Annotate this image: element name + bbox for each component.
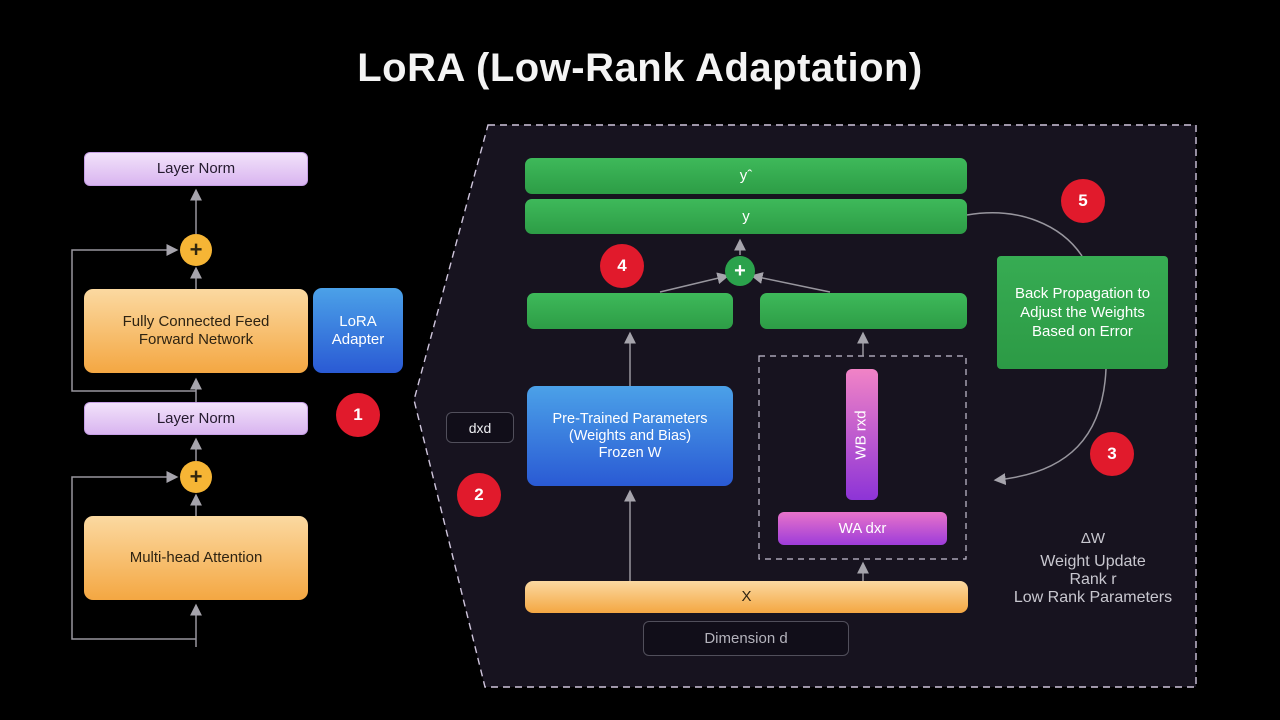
step-badge-3: 3	[1090, 432, 1134, 476]
wa-matrix-bar: WA dxr	[778, 512, 947, 545]
back-propagation-label: Back Propagation to Adjust the Weights B…	[1014, 285, 1151, 340]
pretrained-weights-box: Pre-Trained Parameters (Weights and Bias…	[527, 386, 733, 486]
lora-adapter-label: LoRA Adapter	[331, 312, 385, 348]
step-2-number: 2	[474, 485, 484, 504]
layer-norm-top-label: Layer Norm	[156, 160, 236, 177]
multi-head-attention-box: Multi-head Attention	[84, 516, 308, 600]
sum-circle: +	[725, 256, 755, 286]
arrows	[71, 188, 1107, 647]
layer-norm-bottom-box: Layer Norm	[84, 402, 308, 435]
step-badge-4: 4	[600, 244, 644, 288]
step-badge-1: 1	[336, 393, 380, 437]
x-input-bar: X	[525, 581, 968, 613]
dxd-label: dxd	[468, 419, 492, 436]
page-title: LoRA (Low-Rank Adaptation)	[357, 46, 923, 90]
multi-head-attention-label: Multi-head Attention	[129, 549, 263, 566]
dimension-label: Dimension d	[704, 629, 788, 647]
dimension-tag: Dimension d	[643, 621, 849, 656]
frozen-output-bar	[527, 293, 733, 329]
y-hat-bar: yˆ	[525, 158, 967, 194]
annotation-line1: Weight Update	[1040, 553, 1146, 570]
plus-icon: +	[734, 259, 746, 282]
layer-norm-bottom-label: Layer Norm	[156, 409, 236, 427]
lora-output-bar	[760, 293, 967, 329]
delta-w-label: ΔW	[1080, 530, 1106, 547]
residual-add-top-circle: +	[180, 234, 212, 266]
weight-update-annotation: ΔW Weight Update Rank r Low Rank Paramet…	[1005, 530, 1181, 607]
annotation-line2: Rank r	[1069, 571, 1117, 588]
x-label: X	[741, 588, 752, 605]
wb-matrix-bar: WB rxd	[846, 369, 878, 500]
pretrained-line3: Frozen W	[598, 444, 662, 461]
feed-forward-label: Fully Connected Feed Forward Network	[122, 313, 270, 348]
back-propagation-box: Back Propagation to Adjust the Weights B…	[997, 256, 1168, 369]
y-hat-label: yˆ	[739, 167, 753, 184]
pretrained-line2: (Weights and Bias)	[568, 427, 692, 444]
step-4-number: 4	[617, 256, 627, 275]
feed-forward-box: Fully Connected Feed Forward Network	[84, 289, 308, 373]
step-5-number: 5	[1078, 191, 1088, 210]
residual-add-bottom-circle: +	[180, 461, 212, 493]
y-label: y	[742, 207, 750, 225]
step-1-number: 1	[353, 405, 363, 424]
step-badge-2: 2	[457, 473, 501, 517]
layer-norm-top-box: Layer Norm	[84, 152, 308, 186]
step-3-number: 3	[1107, 444, 1117, 463]
dxd-tag: dxd	[446, 412, 514, 443]
annotation-line3: Low Rank Parameters	[1013, 589, 1173, 606]
lora-adapter-box: LoRA Adapter	[313, 288, 403, 373]
y-bar: y	[525, 199, 967, 234]
wb-label: WB rxd	[853, 409, 871, 460]
pretrained-line1: Pre-Trained Parameters	[552, 410, 708, 427]
plus-icon: +	[189, 237, 203, 262]
plus-icon: +	[189, 464, 203, 489]
wa-label: WA dxr	[838, 519, 887, 537]
step-badge-5: 5	[1061, 179, 1105, 223]
